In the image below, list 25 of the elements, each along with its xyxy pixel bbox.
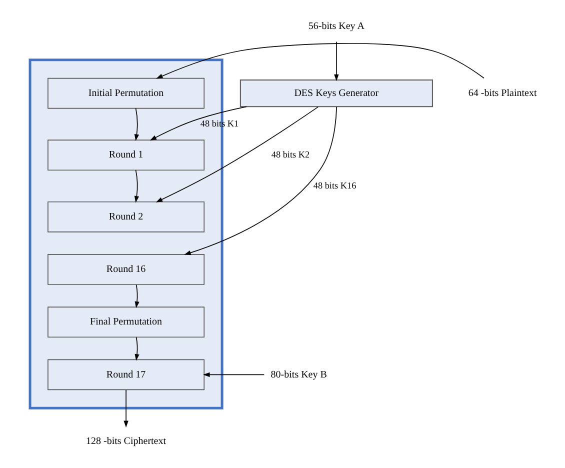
arrow [134, 108, 139, 141]
node-text: 80-bits Key B [270, 369, 326, 380]
arrow [155, 106, 318, 202]
node-box: Final Permutation [47, 306, 204, 338]
arrow [134, 284, 139, 308]
node-text: 64 -bits Plaintext [468, 88, 536, 99]
arrow [123, 390, 128, 428]
arrow [334, 41, 338, 82]
edge-label: 48 bits K2 [270, 149, 310, 160]
node-box: Round 16 [47, 254, 204, 285]
arrow [134, 170, 139, 203]
arrow [149, 106, 246, 141]
arrow [156, 43, 484, 79]
node-text: 128 -bits Ciphertext [86, 436, 166, 448]
arrow [202, 372, 264, 378]
node-text: 56-bits Key A [308, 21, 364, 32]
edge-label: 48 bits K16 [312, 180, 356, 190]
node-box: Round 1 [47, 140, 204, 171]
arrow [134, 336, 139, 361]
arrow [184, 106, 336, 255]
node-box: DES Keys Generator [239, 79, 432, 108]
node-box: Initial Permutation [47, 78, 204, 109]
cluster [28, 58, 223, 410]
node-box: Round 17 [47, 359, 204, 390]
node-box: Round 2 [47, 201, 204, 232]
